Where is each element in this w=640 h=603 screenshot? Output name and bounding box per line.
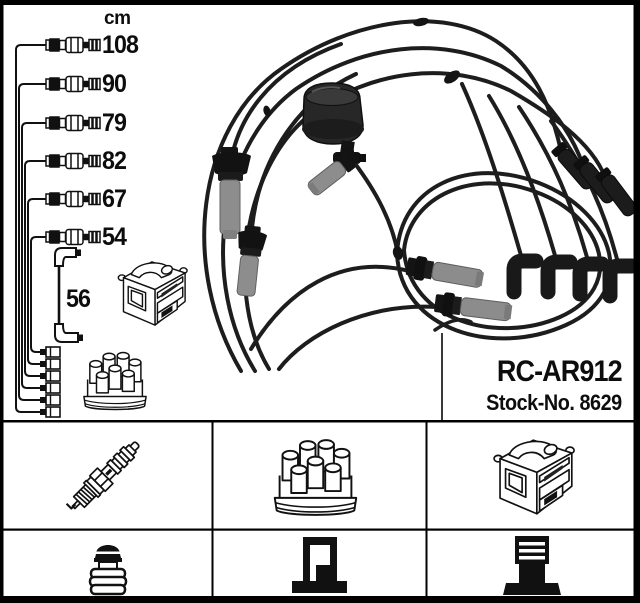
coil-wire-length-label: 56 bbox=[66, 285, 91, 313]
size-diagram bbox=[15, 36, 188, 418]
product-photo bbox=[202, 17, 640, 373]
cable-length-label-5: 67 bbox=[102, 185, 127, 213]
straight-boots-right bbox=[551, 142, 637, 217]
photo-label-divider bbox=[441, 333, 443, 422]
spark-plug-boot-horizontal-1 bbox=[405, 256, 485, 288]
cable-terminal-drawings bbox=[44, 36, 102, 246]
elbow-boots-right bbox=[506, 253, 640, 304]
connector-stack bbox=[40, 346, 61, 418]
plug-terminal-icon bbox=[88, 545, 128, 596]
cable-length-label-2: 90 bbox=[102, 70, 127, 98]
part-number: RC-AR912 bbox=[497, 355, 623, 388]
stock-number: Stock-No. 8629 bbox=[486, 390, 622, 415]
distributor-cover bbox=[302, 82, 366, 168]
coil-terminal-icon bbox=[503, 536, 561, 595]
cable-wrap-clips bbox=[263, 17, 460, 260]
distributor-cap-icon bbox=[273, 439, 358, 516]
spark-plug-boot-horizontal-2 bbox=[434, 292, 513, 322]
spark-plug-boot-angled bbox=[307, 153, 356, 196]
legend-table bbox=[3, 420, 634, 596]
spark-plug-icon bbox=[63, 434, 147, 518]
table-grid-lines bbox=[3, 420, 634, 596]
ignition-coil-icon bbox=[493, 439, 575, 515]
coil-wire-drawing bbox=[54, 247, 83, 343]
distributor-terminal-icon bbox=[292, 537, 347, 593]
unit-label: cm bbox=[104, 8, 131, 29]
distributor-cap-drawing bbox=[83, 351, 147, 411]
cable-length-label-4: 82 bbox=[102, 147, 127, 175]
spark-plug-boot-short bbox=[236, 225, 268, 297]
cable-bracket bbox=[15, 44, 46, 413]
ignition-cables bbox=[202, 19, 620, 373]
cable-length-label-6: 54 bbox=[102, 223, 127, 251]
cable-length-label-1: 108 bbox=[102, 31, 139, 59]
spark-plug-boot-vertical bbox=[212, 147, 251, 239]
ignition-coil-drawing bbox=[117, 261, 188, 326]
cable-length-label-3: 79 bbox=[102, 109, 127, 137]
